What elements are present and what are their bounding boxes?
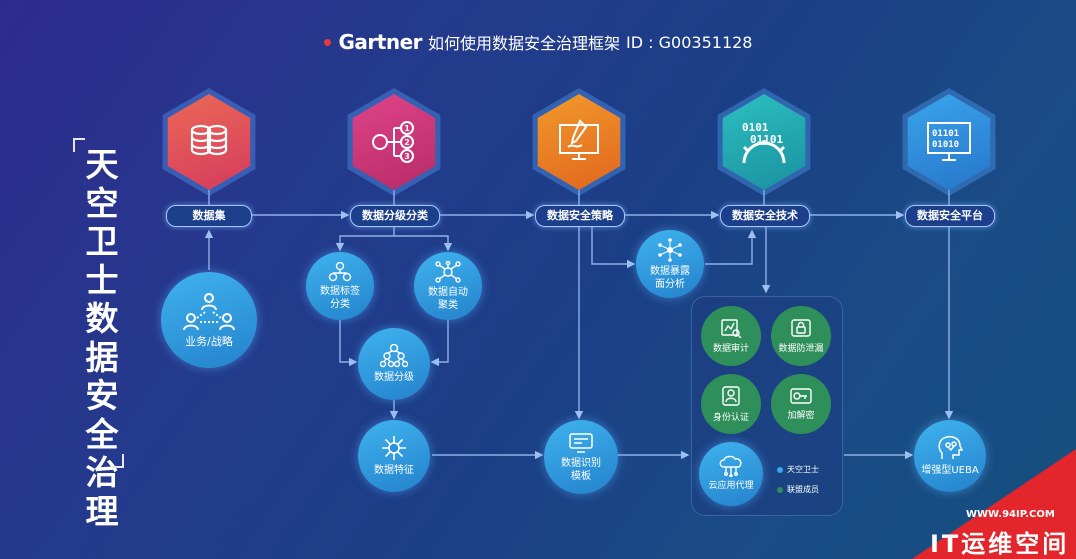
tech-item-identity[interactable]: 身份认证: [701, 374, 761, 434]
bracket-bottom-icon: [112, 454, 124, 468]
tech-item-audit[interactable]: 数据审计: [701, 306, 761, 366]
pill-classification[interactable]: 数据分级分类: [350, 205, 440, 227]
pill-technology[interactable]: 数据安全技术: [720, 205, 810, 227]
spark-icon: [382, 436, 406, 460]
node-clustering[interactable]: 数据自动 聚类: [414, 252, 482, 320]
header-title: 如何使用数据安全治理框架: [428, 34, 621, 53]
node-tagging[interactable]: 数据标签 分类: [306, 252, 374, 320]
svg-text:0101: 0101: [742, 121, 769, 134]
gartner-dot-icon: [323, 38, 331, 46]
classification-tree-icon: 1 2 3: [372, 121, 414, 163]
hierarchy-icon: [380, 344, 408, 368]
numbered-tree-icon: [328, 261, 352, 281]
audit-icon: [721, 319, 742, 338]
legend-skyguard-label: 天空卫士: [787, 465, 819, 474]
svg-text:2: 2: [404, 138, 410, 147]
identity-icon: [722, 386, 740, 406]
hex-classification: 1 2 3: [346, 88, 442, 196]
node-features-label: 数据特征: [374, 465, 414, 476]
pill-platform[interactable]: 数据安全平台: [905, 205, 995, 227]
tech-item-cloud-proxy-label: 云应用代理: [708, 481, 754, 491]
watermark-corner: [912, 449, 1076, 559]
node-business[interactable]: 业务/战略: [161, 272, 257, 368]
header-doc-id: ID : G00351128: [626, 32, 753, 52]
policy-pen-icon: [559, 119, 599, 160]
exposure-dots-icon: [658, 237, 682, 262]
node-recognition-label: 数据识别 模板: [561, 457, 601, 482]
node-ueba-label: 增强型UEBA: [921, 465, 979, 476]
svg-text:01101: 01101: [932, 129, 959, 139]
key-icon: [790, 388, 812, 404]
node-grading[interactable]: 数据分级: [358, 328, 430, 400]
cluster-hub-icon: [435, 260, 461, 283]
node-recognition[interactable]: 数据识别 模板: [544, 420, 618, 494]
tech-item-encryption[interactable]: 加解密: [771, 374, 831, 434]
gartner-brand: Gartner: [338, 30, 423, 54]
hex-dataset: [161, 88, 257, 196]
database-icon: [190, 124, 228, 156]
tech-item-encryption-label: 加解密: [787, 411, 815, 421]
vertical-title-text: 天空卫士数据安全治理: [85, 145, 119, 531]
hex-policy: [531, 88, 627, 196]
dlp-lock-icon: [791, 319, 811, 337]
tech-item-cloud-proxy[interactable]: 云应用代理: [699, 442, 763, 506]
tech-item-dlp[interactable]: 数据防泄漏: [771, 306, 831, 366]
node-exposure-label: 数据暴露 面分析: [650, 265, 690, 290]
node-tagging-label: 数据标签 分类: [320, 285, 360, 310]
bracket-top-icon: [73, 138, 85, 152]
legend-member: 联盟成员: [777, 484, 819, 495]
svg-text:1: 1: [404, 124, 410, 133]
legend-skyguard-dot-icon: [777, 466, 783, 473]
node-grading-label: 数据分级: [374, 372, 414, 383]
people-network-icon: [183, 293, 235, 331]
tech-item-audit-label: 数据审计: [712, 344, 749, 354]
cloud-proxy-icon: [719, 455, 742, 477]
watermark-url: WWW.94IP.COM: [966, 509, 1055, 520]
legend-member-label: 联盟成员: [787, 485, 819, 494]
watermark-name: IT运维空间: [930, 530, 1070, 558]
vertical-title: 天空卫士数据安全治理: [82, 145, 122, 531]
pill-policy[interactable]: 数据安全策略: [535, 205, 625, 227]
node-ueba[interactable]: 增强型UEBA: [914, 420, 986, 492]
header: Gartner 如何使用数据安全治理框架 ID : G00351128: [0, 30, 1076, 54]
legend-member-dot-icon: [777, 486, 783, 493]
brain-head-icon: [938, 435, 964, 459]
node-exposure[interactable]: 数据暴露 面分析: [636, 230, 704, 298]
pill-dataset[interactable]: 数据集: [166, 205, 252, 227]
node-features[interactable]: 数据特征: [358, 420, 430, 492]
tech-item-identity-label: 身份认证: [712, 413, 749, 423]
legend-skyguard: 天空卫士: [777, 464, 819, 475]
node-business-label: 业务/战略: [185, 335, 233, 348]
template-icon: [569, 432, 593, 453]
node-clustering-label: 数据自动 聚类: [428, 286, 468, 311]
svg-text:01010: 01010: [932, 140, 959, 150]
tech-item-dlp-label: 数据防泄漏: [778, 344, 824, 354]
svg-text:3: 3: [404, 152, 410, 161]
